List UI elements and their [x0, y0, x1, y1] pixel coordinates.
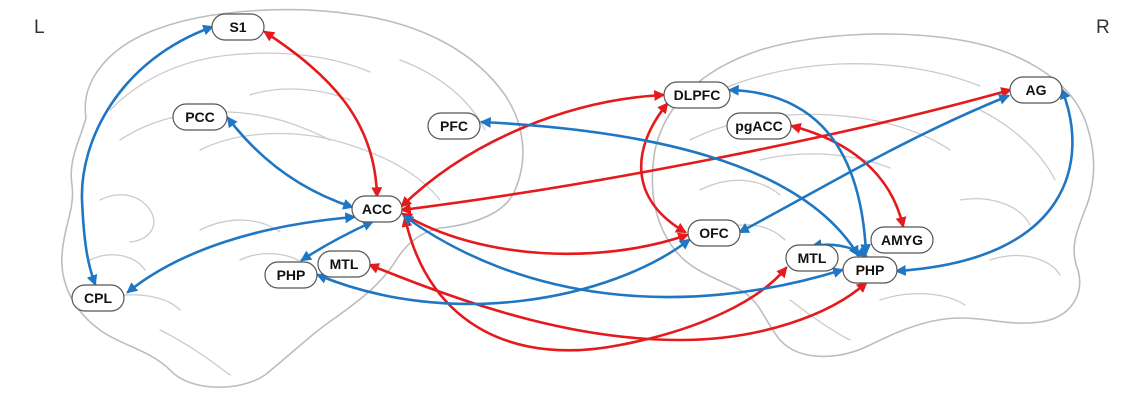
- node-mtl-left: MTL: [317, 250, 371, 278]
- connection-pcc-acc: [226, 116, 355, 210]
- node-ag: AG: [1009, 76, 1063, 104]
- node-pgacc-label: pgACC: [735, 118, 782, 134]
- node-mtl-left-label: MTL: [330, 256, 359, 272]
- connection-acc-cpl: [126, 212, 357, 294]
- connection-ag-php-right: [894, 87, 1074, 276]
- connection-acc-php-right: [402, 214, 845, 299]
- node-amyg-label: AMYG: [881, 232, 923, 248]
- node-s1-label: S1: [229, 19, 246, 35]
- node-pfc: PFC: [427, 112, 481, 140]
- node-dlpfc-label: DLPFC: [674, 87, 721, 103]
- node-pgacc: pgACC: [726, 112, 792, 140]
- node-ag-label: AG: [1026, 82, 1047, 98]
- left-side-label: L: [34, 17, 45, 38]
- node-php-right-label: PHP: [856, 262, 885, 278]
- connection-s1-acc: [263, 30, 383, 199]
- right-side-label: R: [1096, 17, 1110, 38]
- connection-pgacc-amyg: [789, 122, 907, 229]
- node-cpl: CPL: [71, 284, 125, 312]
- node-pcc-label: PCC: [185, 109, 215, 125]
- node-pcc: PCC: [172, 103, 228, 131]
- node-php-right: PHP: [842, 256, 898, 284]
- node-s1: S1: [211, 13, 265, 41]
- node-amyg: AMYG: [870, 226, 934, 254]
- left-hemisphere-outline: [61, 8, 524, 388]
- node-php-left: PHP: [264, 261, 318, 289]
- connection-mtl-left-php-right: [367, 263, 868, 342]
- node-acc: ACC: [351, 195, 403, 223]
- node-php-left-label: PHP: [277, 267, 306, 283]
- red-connections: [263, 30, 1013, 352]
- connection-s1-cpl: [80, 24, 215, 287]
- node-cpl-label: CPL: [84, 290, 112, 306]
- node-pfc-label: PFC: [440, 118, 468, 134]
- node-ofc: OFC: [687, 219, 741, 247]
- node-acc-label: ACC: [362, 201, 392, 217]
- connection-php-left-ofc: [315, 238, 691, 306]
- connection-acc-ofc: [401, 212, 690, 256]
- connection-acc-dlpfc: [400, 90, 666, 208]
- node-ofc-label: OFC: [699, 225, 729, 241]
- node-mtl-right: MTL: [785, 244, 839, 272]
- node-dlpfc: DLPFC: [663, 81, 731, 109]
- blue-connections: [80, 24, 1074, 306]
- node-mtl-right-label: MTL: [798, 250, 827, 266]
- connection-acc-mtl-right: [401, 215, 788, 352]
